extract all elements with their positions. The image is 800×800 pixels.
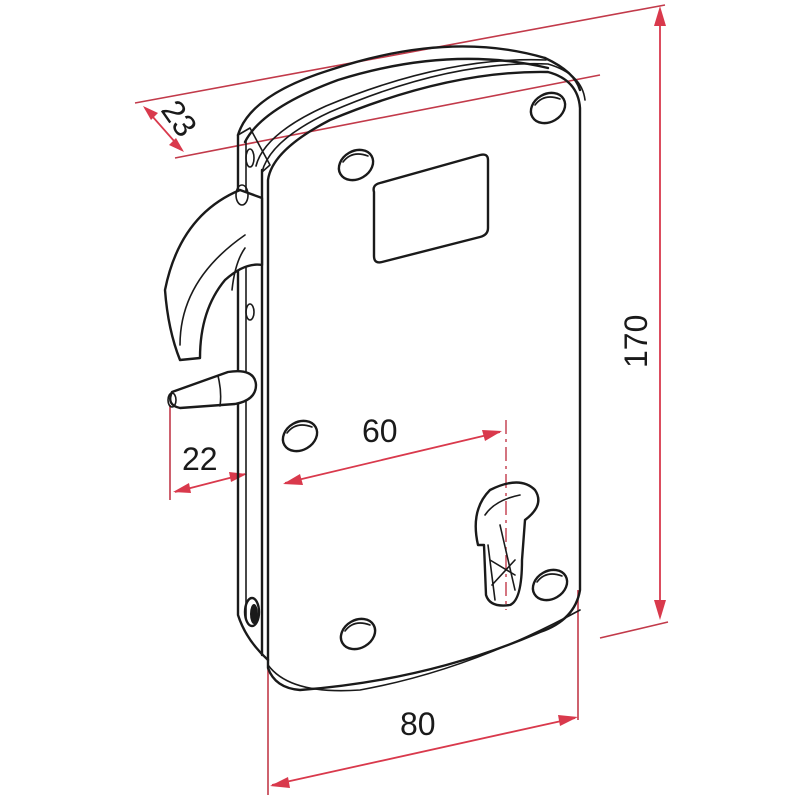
dimension-latch: 22 — [169, 405, 247, 500]
screw-hole-mid-left — [281, 419, 319, 453]
height-value: 170 — [618, 315, 654, 368]
screw-hole-bottom-left — [339, 617, 377, 651]
screw-hole-top-right — [529, 91, 567, 125]
depth-value: 23 — [154, 93, 204, 143]
latch-value: 22 — [182, 441, 218, 477]
width-value: 80 — [400, 706, 436, 742]
screw-hole-top-left — [337, 148, 375, 182]
screw-hole-bottom-right — [531, 568, 569, 602]
dimension-depth: 23 — [134, 4, 666, 159]
dimension-width: 80 — [267, 590, 579, 795]
dimension-backset: 60 — [283, 413, 507, 610]
latch-bolt — [163, 184, 264, 362]
backset-value: 60 — [362, 413, 398, 449]
latch-plunger — [167, 370, 258, 410]
corner-detail — [237, 127, 271, 173]
side-screw-hole — [243, 596, 261, 628]
cylinder-cutout — [474, 481, 540, 607]
dimension-height: 170 — [599, 6, 669, 639]
label-window — [372, 153, 490, 264]
lock-body — [236, 45, 586, 692]
